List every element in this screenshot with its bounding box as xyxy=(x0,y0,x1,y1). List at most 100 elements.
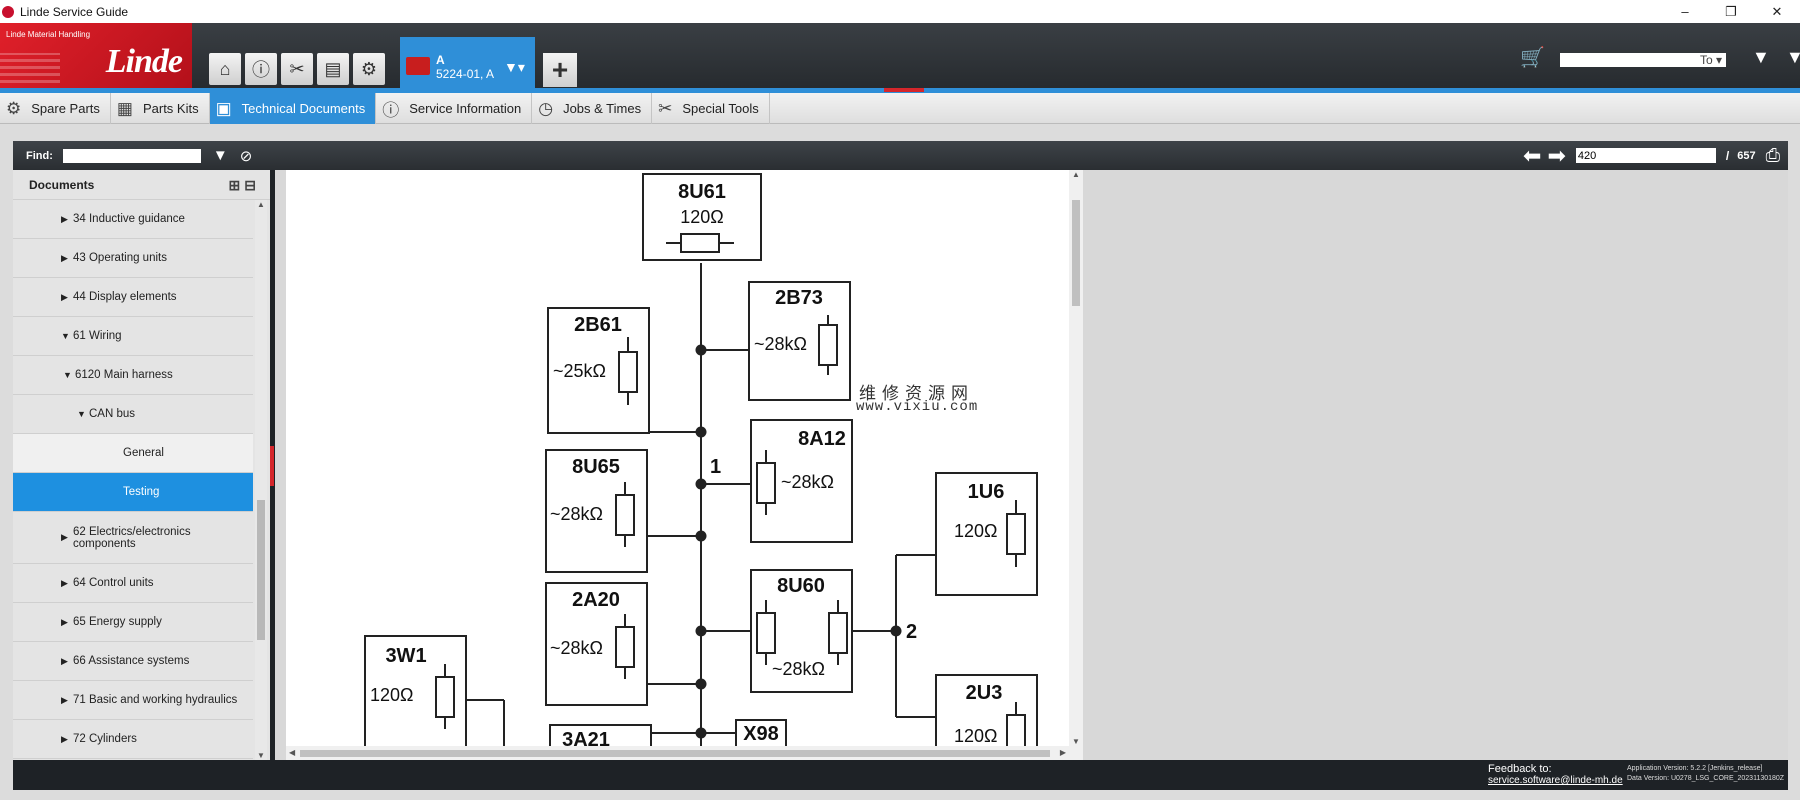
watermark-url: www.vixiu.com xyxy=(856,399,979,415)
scroll-down-icon[interactable]: ▼ xyxy=(257,751,265,760)
tree-item[interactable]: ▼61 Wiring xyxy=(13,317,253,356)
settings-button[interactable]: ⚙ xyxy=(353,53,385,85)
tree-item[interactable]: ▶64 Control units xyxy=(13,564,253,603)
filter-clear-icon[interactable]: ▼ xyxy=(1786,47,1800,67)
value-2A20: ~28kΩ xyxy=(550,638,603,658)
next-page-icon[interactable]: ➡ xyxy=(1547,142,1566,168)
label-8U60: 8U60 xyxy=(777,575,825,597)
tree-item[interactable]: ▶62 Electrics/electronics components xyxy=(13,512,253,564)
component-2A20 xyxy=(545,582,648,706)
sidebar-title: Documents xyxy=(29,177,95,192)
model-filter-icon[interactable]: ▼▾ xyxy=(504,59,525,75)
tools-button[interactable]: ✂ xyxy=(281,53,313,85)
tree-item-label: 61 Wiring xyxy=(73,330,122,342)
prev-page-icon[interactable]: ⬅ xyxy=(1523,142,1542,168)
tree-item[interactable]: ▶ 71 Basic and working hydraulics xyxy=(13,681,253,720)
tab-technical-documents[interactable]: ▣Technical Documents xyxy=(209,93,377,124)
feedback-email-link[interactable]: service.software@linde-mh.de xyxy=(1488,775,1623,786)
component-1U6 xyxy=(935,472,1038,596)
tree-item[interactable]: ▶34 Inductive guidance xyxy=(13,200,253,239)
info-button[interactable]: ⓘ xyxy=(245,53,277,85)
scroll-up-icon[interactable]: ▲ xyxy=(257,200,265,209)
status-bar: Feedback to: service.software@linde-mh.d… xyxy=(13,760,1788,790)
tab-special-tools[interactable]: ✂Special Tools xyxy=(652,93,770,124)
tree-item[interactable]: ▶43 Operating units xyxy=(13,239,253,278)
wrench-icon: ✂ xyxy=(289,58,305,79)
tree-item[interactable]: ▶65 Energy supply xyxy=(13,603,253,642)
scroll-left-icon[interactable]: ◀ xyxy=(289,748,296,757)
scrollbar-thumb[interactable] xyxy=(300,750,1050,757)
scrollbar-thumb[interactable] xyxy=(257,500,265,640)
tree-item[interactable]: ▼CAN bus xyxy=(13,395,253,434)
tree-item[interactable]: ▶ 66 Assistance systems xyxy=(13,642,253,681)
minimize-button[interactable]: – xyxy=(1681,4,1689,19)
caret-right-icon[interactable]: ▶ xyxy=(61,213,68,224)
caret-right-icon[interactable]: ▶ xyxy=(61,733,68,744)
cart-icon[interactable]: 🛒 xyxy=(1520,47,1545,69)
label-2B61: 2B61 xyxy=(574,314,622,336)
collapse-tree-icon[interactable]: ⊟ xyxy=(244,177,260,193)
caret-down-icon[interactable]: ▼ xyxy=(63,370,72,380)
tree-item[interactable]: General xyxy=(13,434,253,473)
caret-down-icon[interactable]: ▼ xyxy=(77,409,86,419)
scroll-right-icon[interactable]: ▶ xyxy=(1059,748,1066,757)
scrollbar-thumb[interactable] xyxy=(1072,200,1080,306)
tree-item-label: 71 Basic and working hydraulics xyxy=(73,694,238,706)
page-number-input[interactable] xyxy=(1575,148,1716,163)
caret-right-icon[interactable]: ▶ xyxy=(61,616,68,627)
scroll-down-icon[interactable]: ▼ xyxy=(1072,737,1080,746)
filter-icon[interactable]: ▼ xyxy=(1752,47,1770,67)
tree-item[interactable]: Testing xyxy=(13,473,253,512)
tree-item[interactable]: ▶ 44 Display elements xyxy=(13,278,253,317)
label-2A20: 2A20 xyxy=(572,589,620,611)
home-button[interactable]: ⌂ xyxy=(209,53,241,85)
home-icon: ⌂ xyxy=(219,58,231,79)
close-button[interactable]: ✕ xyxy=(1771,3,1783,19)
restore-button[interactable]: ❐ xyxy=(1725,3,1737,19)
tab-parts-kits[interactable]: ▦Parts Kits xyxy=(111,93,210,124)
sidebar-header: Documents ⊞⊟ xyxy=(13,170,270,200)
tab-spare-parts[interactable]: ⚙Spare Parts xyxy=(0,93,111,124)
search-scope-dropdown[interactable]: To ▾ xyxy=(1700,53,1723,67)
scroll-up-icon[interactable]: ▲ xyxy=(1072,170,1080,179)
tab-jobs-times[interactable]: ◷Jobs & Times xyxy=(532,93,653,124)
label-2U3: 2U3 xyxy=(966,682,1003,704)
filter-clear-icon[interactable]: ⊘ xyxy=(239,147,253,165)
add-model-button[interactable]: + xyxy=(543,53,577,87)
data-version: Data Version: U0278_LSG_CORE_20231130180… xyxy=(1627,775,1785,782)
caret-right-icon[interactable]: ▶ xyxy=(61,577,68,588)
value-8U61: 120Ω xyxy=(680,207,724,227)
caret-right-icon[interactable]: ▶ xyxy=(61,655,68,666)
print-icon[interactable]: ⎙ xyxy=(1765,145,1780,165)
document-horizontal-scrollbar[interactable]: ◀ ▶ xyxy=(286,746,1069,760)
filter-icon[interactable]: ▼ xyxy=(212,147,228,164)
tree-item[interactable]: ▶72 Cylinders xyxy=(13,720,253,759)
caret-down-icon[interactable]: ▼ xyxy=(61,331,70,341)
expand-tree-icon[interactable]: ⊞ xyxy=(228,177,245,193)
sidebar-scrollbar[interactable]: ▲ ▼ xyxy=(255,200,267,760)
label-3W1: 3W1 xyxy=(385,645,426,667)
window-title: Linde Service Guide xyxy=(20,4,129,19)
find-label: Find: xyxy=(26,149,53,162)
sidebar-resize-handle[interactable] xyxy=(270,446,274,486)
truck-model-selector[interactable]: A 5224-01, A ▼▾ xyxy=(400,37,535,90)
value-8U65: ~28kΩ xyxy=(550,504,603,524)
tree-item[interactable]: ▼6120 Main harness xyxy=(13,356,253,395)
find-input[interactable] xyxy=(62,148,201,163)
component-2B73 xyxy=(748,281,851,401)
caret-right-icon[interactable]: ▶ xyxy=(61,252,68,263)
document-vertical-scrollbar[interactable]: ▲ ▼ xyxy=(1069,170,1083,760)
caret-right-icon[interactable]: ▶ xyxy=(61,694,68,705)
window-title-bar: Linde Service Guide – ❐ ✕ xyxy=(0,0,1800,23)
label-2B73: 2B73 xyxy=(775,287,823,309)
tree-item-label: 66 Assistance systems xyxy=(73,655,190,667)
caret-right-icon[interactable]: ▶ xyxy=(61,291,68,302)
component-8U65 xyxy=(545,449,648,573)
header-search-input[interactable] xyxy=(1560,53,1726,67)
tree-item-label: 44 Display elements xyxy=(73,291,177,303)
service-button[interactable]: ▤ xyxy=(317,53,349,85)
document-icon: ▣ xyxy=(215,98,232,118)
caret-right-icon[interactable]: ▶ xyxy=(61,532,68,542)
watermark-chinese: 维修资源网 xyxy=(859,384,974,403)
